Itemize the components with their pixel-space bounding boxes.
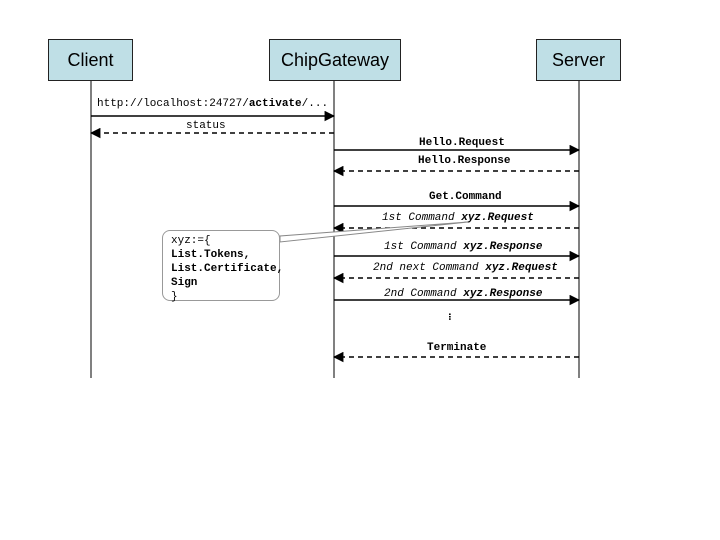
note-pointer <box>279 221 469 243</box>
label-activate: http://localhost:24727/activate/... <box>97 98 329 110</box>
gateway-box: ChipGateway <box>269 39 401 81</box>
label-get-command: Get.Command <box>429 191 502 203</box>
note-line-5: } <box>171 291 178 303</box>
client-label: Client <box>67 49 114 70</box>
server-label: Server <box>551 49 605 70</box>
note-line-1: xyz:={ <box>171 235 211 247</box>
label-2nd-response: 2nd Command xyz.Response <box>384 288 543 300</box>
xyz-note: xyz:={ List.Tokens, List.Certificate, Si… <box>162 230 284 303</box>
label-hello-response: Hello.Response <box>418 155 511 167</box>
label-terminate: Terminate <box>427 342 487 354</box>
label-1st-request: 1st Command xyz.Request <box>382 212 534 224</box>
label-status: status <box>186 120 226 132</box>
note-line-4: Sign <box>171 277 198 289</box>
client-box: Client <box>48 39 133 81</box>
gateway-label: ChipGateway <box>280 49 390 70</box>
label-2nd-request: 2nd next Command xyz.Request <box>373 262 558 274</box>
label-1st-response: 1st Command xyz.Response <box>384 241 543 253</box>
server-box: Server <box>536 39 621 81</box>
label-hello-request: Hello.Request <box>419 137 505 149</box>
note-line-3: List.Certificate, <box>171 263 284 275</box>
ellipsis-dots: ... <box>445 312 462 320</box>
note-line-2: List.Tokens, <box>171 249 251 261</box>
